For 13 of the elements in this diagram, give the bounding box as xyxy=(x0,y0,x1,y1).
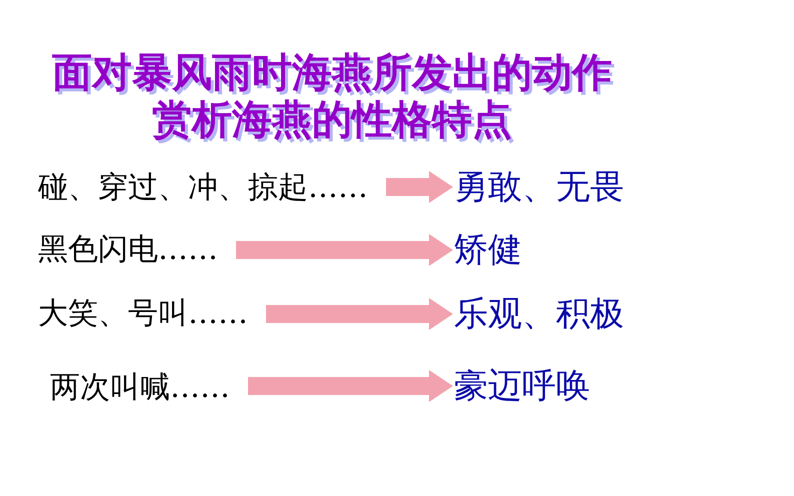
arrow xyxy=(236,234,453,266)
text-label: 大笑、号叫…… xyxy=(38,296,248,332)
text-label: 矫健 xyxy=(454,230,522,270)
text-label: 两次叫喊…… xyxy=(50,370,230,406)
text-label: 碰、穿过、冲、掠起…… xyxy=(38,170,368,206)
title: 面对暴风雨时海燕所发出的动作赏析海燕的性格特点 xyxy=(51,50,613,144)
arrow xyxy=(386,171,453,203)
text-label: 乐观、积极 xyxy=(454,294,624,334)
text-label: 豪迈呼唤 xyxy=(454,366,590,406)
arrow xyxy=(266,298,453,330)
text-label: 勇敢、无畏 xyxy=(454,167,624,207)
arrow xyxy=(248,370,453,402)
text-label: 黑色闪电…… xyxy=(38,232,218,268)
